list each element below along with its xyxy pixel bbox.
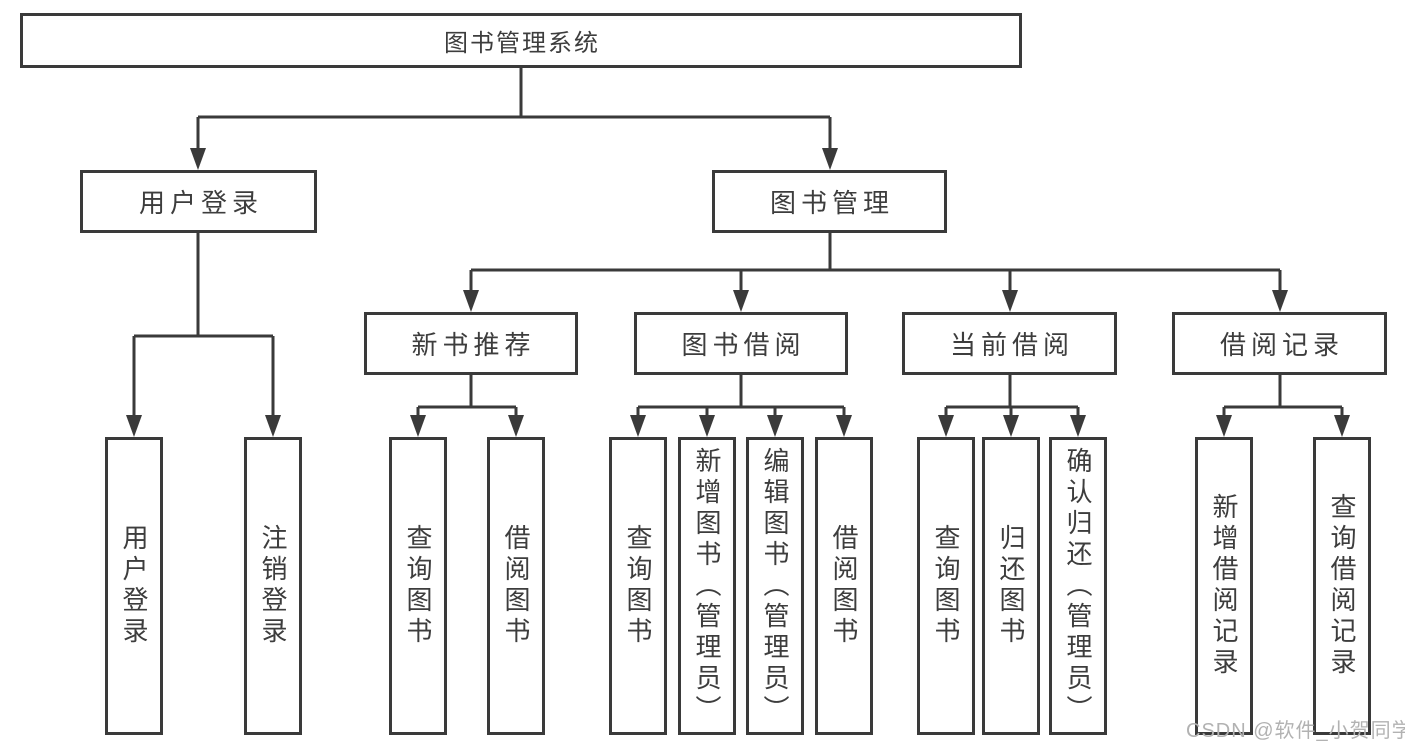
branch-book-borrowing xyxy=(630,375,852,437)
node-current-borrowing: 当前借阅 xyxy=(902,312,1117,375)
branch-management xyxy=(463,233,1288,312)
node-add-book-admin: 新增图书（管理员） xyxy=(678,437,736,735)
node-login: 用户登录 xyxy=(80,170,317,233)
node-borrow-book: 借阅图书 xyxy=(815,437,873,735)
branch-login xyxy=(126,233,281,437)
node-user-login: 用户登录 xyxy=(105,437,163,735)
node-edit-book-admin: 编辑图书（管理员） xyxy=(746,437,804,735)
node-management: 图书管理 xyxy=(712,170,947,233)
node-add-borrow-record: 新增借阅记录 xyxy=(1195,437,1253,735)
node-borrowing-record: 借阅记录 xyxy=(1172,312,1387,375)
branch-current-borrowing xyxy=(938,375,1086,437)
node-confirm-return-admin: 确认归还（管理员） xyxy=(1049,437,1107,735)
branch-new-book xyxy=(410,375,524,437)
node-current-query: 查询图书 xyxy=(917,437,975,735)
node-return-book: 归还图书 xyxy=(982,437,1040,735)
node-borrowing-query: 查询图书 xyxy=(609,437,667,735)
node-logout: 注销登录 xyxy=(244,437,302,735)
node-new-book-query: 查询图书 xyxy=(389,437,447,735)
branch-root xyxy=(190,68,838,170)
branch-borrowing-record xyxy=(1216,375,1350,437)
node-new-book: 新书推荐 xyxy=(364,312,578,375)
node-query-borrow-record: 查询借阅记录 xyxy=(1313,437,1371,735)
node-book-borrowing: 图书借阅 xyxy=(634,312,848,375)
node-new-book-borrow: 借阅图书 xyxy=(487,437,545,735)
csdn-watermark: CSDN @软件_小贺同学 xyxy=(1186,720,1405,742)
node-root: 图书管理系统 xyxy=(20,13,1022,68)
